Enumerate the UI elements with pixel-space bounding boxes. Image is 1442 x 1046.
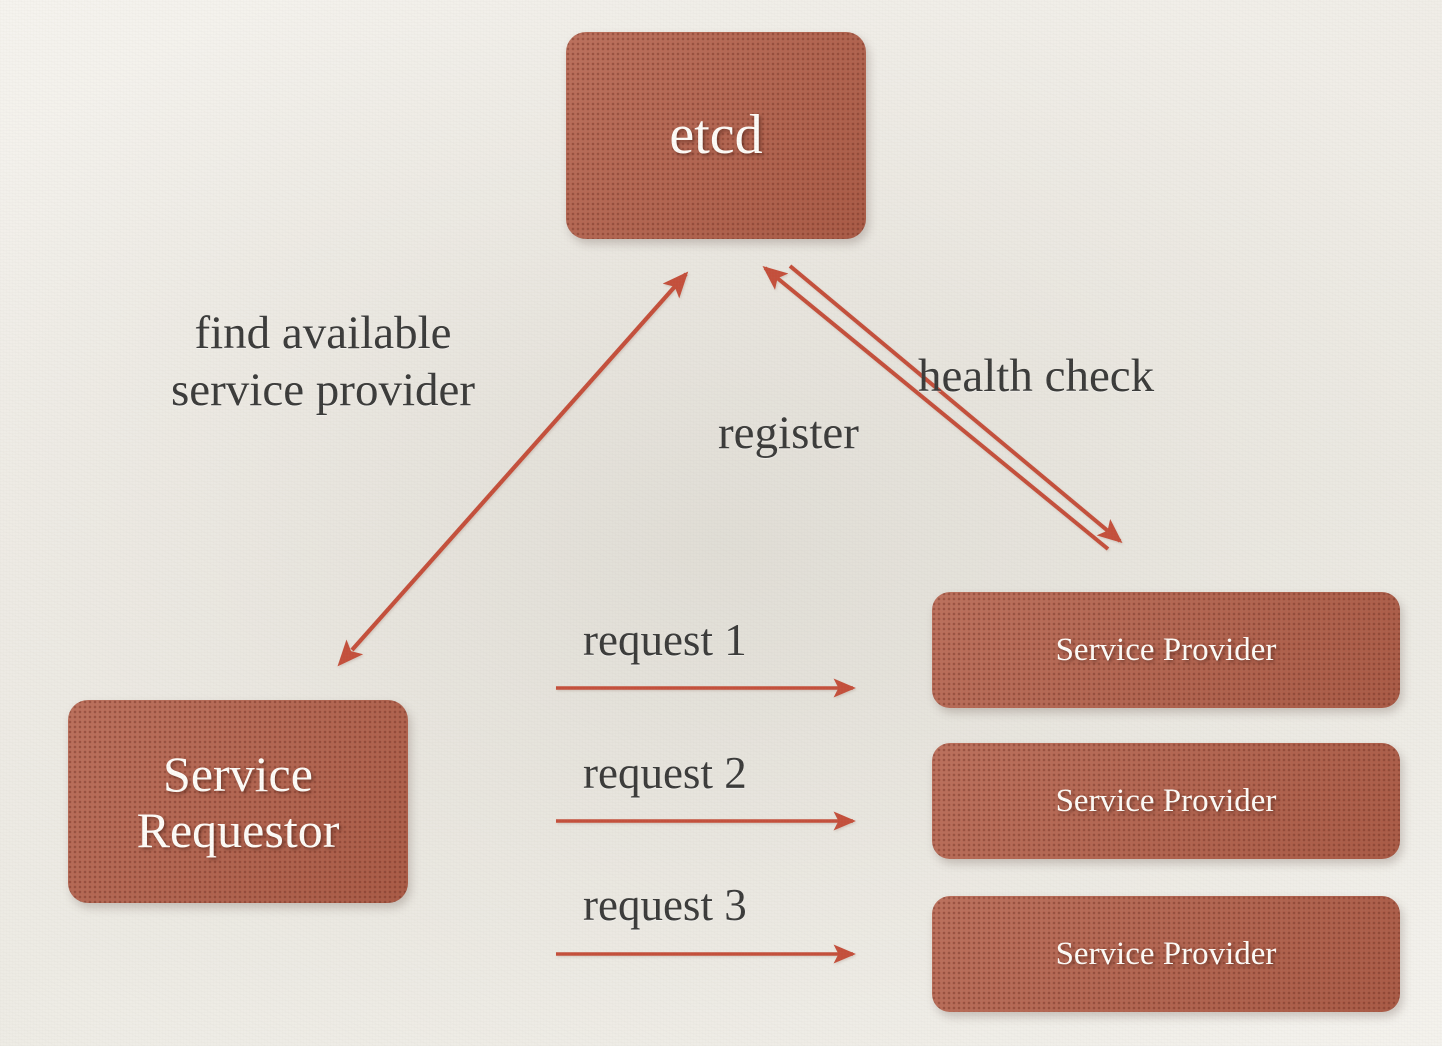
edge-label-register: register [718, 407, 859, 459]
node-service-provider-3[interactable]: Service Provider [932, 896, 1400, 1012]
edge-label-find-available: find available service provider [170, 307, 476, 417]
edge-label-request-1: request 1 [583, 615, 747, 665]
node-service-provider-2[interactable]: Service Provider [932, 743, 1400, 859]
edge-label-health-check: health check [918, 350, 1155, 402]
edge-label-request-2: request 2 [583, 748, 747, 798]
node-service-requestor[interactable]: Service Requestor [68, 700, 408, 903]
edge-label-request-3: request 3 [583, 880, 747, 930]
node-etcd[interactable]: etcd [566, 32, 866, 239]
node-service-provider-1[interactable]: Service Provider [932, 592, 1400, 708]
